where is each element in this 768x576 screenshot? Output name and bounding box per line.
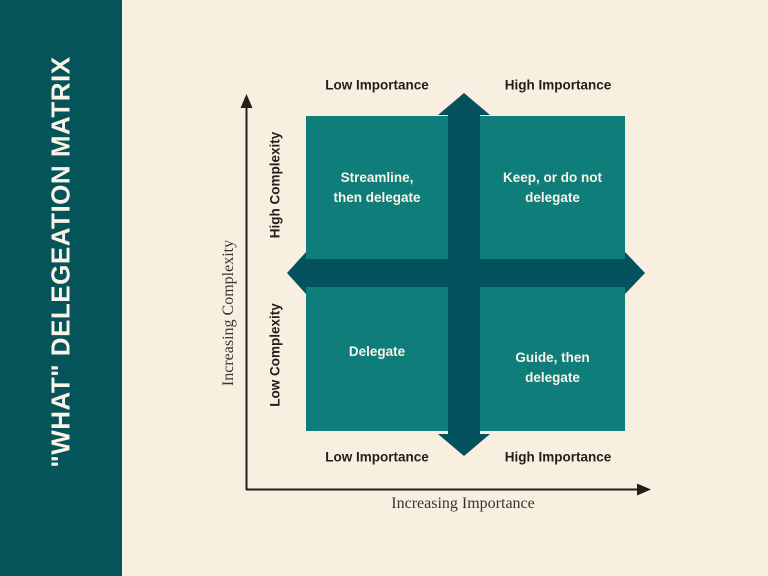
quadrant-bottom-right-text: Guide, then delegate: [515, 350, 590, 385]
column-label-bottom-low-importance: Low Importance: [325, 449, 429, 465]
y-axis-label: Increasing Complexity: [220, 239, 237, 387]
y-axis-arrowhead-icon: [240, 94, 253, 108]
column-label-top-high-importance: High Importance: [504, 77, 612, 93]
column-label-bottom-high-importance: High Importance: [504, 449, 612, 465]
quadrant-top-right-text: Keep, or do not delegate: [503, 169, 602, 205]
sidebar: "WHAT" DELEGEATION MATRIX: [0, 0, 122, 576]
quadrant-top-left-text: Streamline, then delegate: [333, 169, 421, 205]
row-label-high-complexity: High Complexity: [267, 131, 283, 239]
page-title: "WHAT" DELEGEATION MATRIX: [45, 56, 76, 468]
x-axis-label: Increasing Importance: [391, 495, 535, 512]
row-label-low-complexity: Low Complexity: [267, 303, 283, 407]
x-axis-arrowhead-icon: [637, 483, 651, 496]
quadrant-bottom-left-text: Delegate: [348, 344, 406, 360]
column-label-top-low-importance: Low Importance: [325, 77, 429, 93]
